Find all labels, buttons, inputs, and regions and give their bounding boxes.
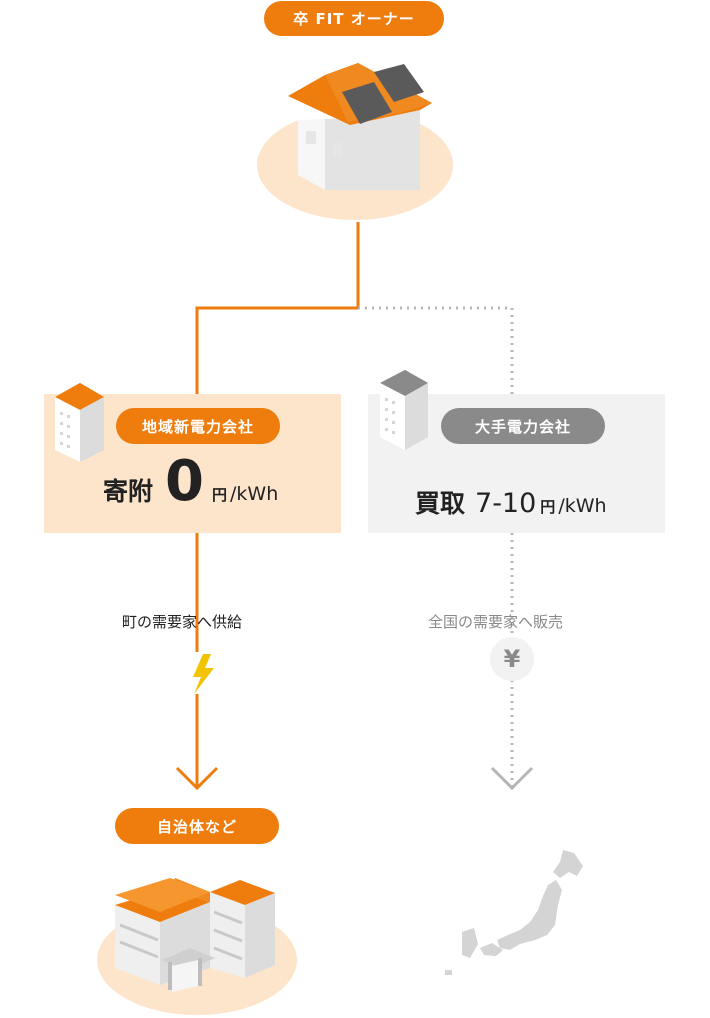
left-price: 寄附 0 円 /kWh (103, 454, 278, 510)
yen-circle (490, 637, 534, 681)
right-price: 買取 7-10 円 /kWh (415, 484, 607, 520)
major-power-company-text: 大手電力会社 (474, 417, 571, 436)
right-price-unit2: /kWh (558, 495, 607, 517)
right-price-value: 7-10 (475, 488, 537, 519)
left-price-unit: 円 (211, 486, 227, 504)
right-company-building-icon (380, 370, 428, 450)
left-price-label: 寄附 (103, 477, 154, 506)
major-power-company-label: 大手電力会社 (441, 408, 605, 444)
municipality-label-text: 自治体など (156, 817, 237, 836)
gray-flow-line-top (358, 306, 514, 394)
local-power-company-label: 地域新電力会社 (116, 408, 280, 444)
orange-arrow-head (175, 766, 219, 791)
right-flow-caption: 全国の需要家へ販売 (428, 613, 564, 631)
house-icon (288, 63, 432, 190)
yen-icon: ¥ (503, 645, 521, 673)
orange-flow-line-top (195, 222, 360, 394)
municipality-label: 自治体など (115, 808, 279, 844)
municipal-building-icon (115, 878, 275, 992)
right-price-unit: 円 (540, 498, 556, 516)
local-power-company-text: 地域新電力会社 (141, 417, 254, 436)
japan-map-icon (445, 850, 583, 975)
owner-label: 卒 FIT オーナー (264, 1, 444, 36)
right-price-label: 買取 (415, 489, 466, 518)
left-flow-caption: 町の需要家へ供給 (122, 613, 243, 631)
left-price-value: 0 (165, 449, 204, 514)
gray-arrow-head (490, 766, 534, 791)
left-price-unit2: /kWh (230, 483, 279, 505)
lightning-icon (193, 654, 214, 694)
owner-label-text: 卒 FIT オーナー (293, 10, 415, 28)
